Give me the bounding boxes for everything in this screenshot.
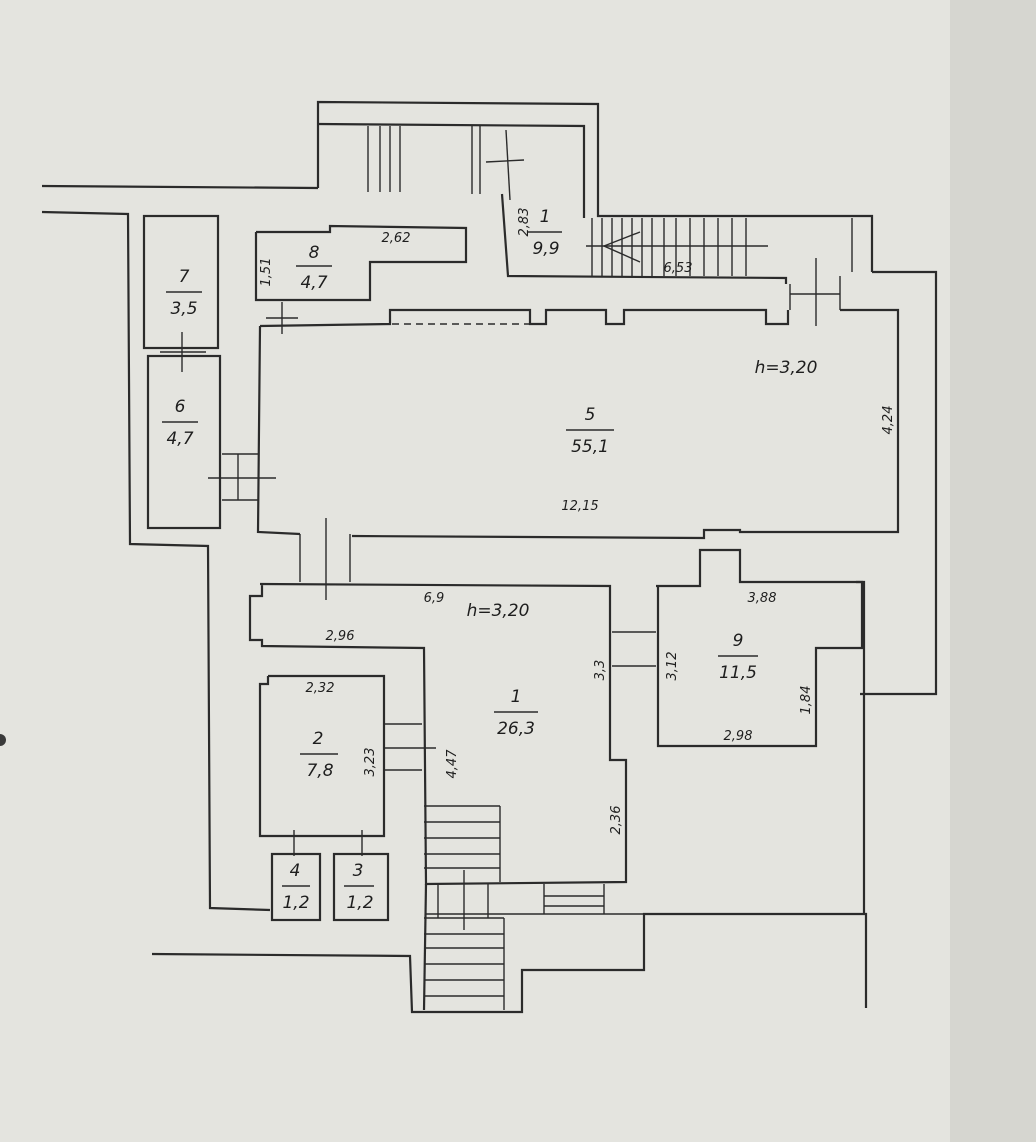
- room-7-6-walls: [142, 214, 276, 530]
- dim-2-62: 2,62: [382, 231, 411, 246]
- room-5-area: 55,1: [571, 437, 609, 457]
- dim-2-96: 2,96: [326, 629, 355, 644]
- dim-1-51: 1,51: [259, 258, 274, 287]
- dim-4-24: 4,24: [881, 406, 896, 435]
- room-3-area: 1,2: [346, 893, 373, 913]
- room-1-lower-area: 26,3: [497, 719, 535, 739]
- dim-2-32: 2,32: [306, 681, 335, 696]
- room-1-upper-area: 9,9: [532, 239, 559, 259]
- room-9-walls: [656, 548, 864, 748]
- room-3-number: 3: [353, 861, 364, 881]
- ceiling-height-lower: h=3,20: [467, 601, 530, 621]
- dim-6-53: 6,53: [664, 261, 693, 276]
- room-2-4-3-walls: [258, 674, 436, 922]
- dim-3-88: 3,88: [748, 591, 777, 606]
- labels: 1 9,9 2,83 6,53 8 4,7 2,62 1,51 7 3,5 6 …: [162, 207, 896, 913]
- paper-edge: [950, 0, 1036, 1142]
- top-stair-block: [316, 100, 874, 326]
- dim-3-23: 3,23: [363, 748, 378, 777]
- room-5-number: 5: [585, 405, 596, 425]
- room-4-area: 1,2: [282, 893, 309, 913]
- room-2-number: 2: [313, 729, 324, 749]
- room-8-number: 8: [309, 243, 320, 263]
- dim-1-84: 1,84: [799, 686, 814, 715]
- dim-2-36: 2,36: [609, 806, 624, 835]
- room-8-area: 4,7: [300, 273, 327, 293]
- binder-hole: [0, 734, 6, 746]
- room-6-number: 6: [175, 397, 186, 417]
- dim-3-3: 3,3: [593, 660, 608, 681]
- dim-6-9: 6,9: [424, 591, 445, 606]
- dim-12-15: 12,15: [561, 499, 598, 514]
- dim-2-98: 2,98: [724, 729, 753, 744]
- room-1-upper-number: 1: [540, 207, 551, 227]
- room-7-area: 3,5: [170, 299, 197, 319]
- dim-3-12: 3,12: [665, 652, 680, 681]
- dim-2-83: 2,83: [517, 208, 532, 237]
- room-6-area: 4,7: [166, 429, 193, 449]
- room-1-lower-walls: [248, 582, 656, 1011]
- room-9-area: 11,5: [719, 663, 757, 683]
- room-5-walls: [256, 308, 900, 600]
- room-1-lower-number: 1: [511, 687, 522, 707]
- room-7-number: 7: [179, 267, 190, 287]
- room-9-number: 9: [733, 631, 744, 651]
- ceiling-height-upper: h=3,20: [755, 358, 818, 378]
- room-8-walls: [254, 224, 468, 334]
- dim-4-47: 4,47: [445, 749, 460, 779]
- room-4-number: 4: [290, 861, 301, 881]
- room-2-area: 7,8: [306, 761, 333, 781]
